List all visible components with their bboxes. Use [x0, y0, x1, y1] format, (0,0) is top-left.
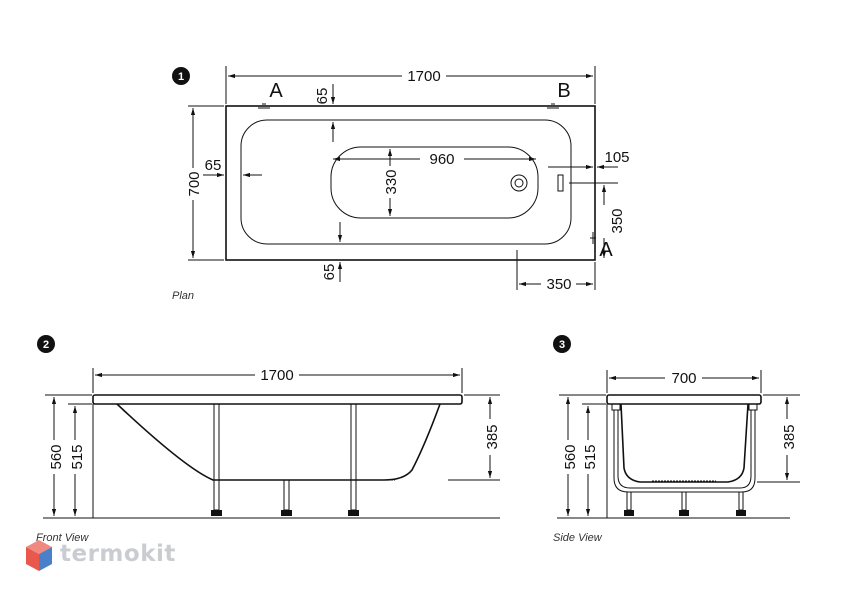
dim-front-height-total: 560	[48, 444, 65, 469]
section-label-a: A	[269, 80, 283, 102]
caption-side: Side View	[553, 532, 603, 544]
badge-side: 3	[553, 335, 571, 353]
plan-view: 1700 A B A 700 65 65 960 330 105	[186, 66, 630, 293]
dim-plan-offset-bottom: 65	[321, 264, 338, 281]
dim-drain-offset: 105	[604, 149, 629, 166]
side-leg-3	[736, 491, 746, 516]
badge-front: 2	[37, 335, 55, 353]
termokit-logo-text: termokit	[60, 541, 176, 567]
dim-side-depth: 385	[781, 424, 798, 449]
dim-drain-length: 350	[546, 276, 571, 293]
dim-basin-length: 960	[429, 151, 454, 168]
dim-plan-width: 700	[186, 171, 203, 196]
section-label-b: B	[557, 80, 570, 102]
dim-plan-length: 1700	[407, 68, 440, 85]
dim-side-height-rim: 515	[582, 444, 599, 469]
side-view: 700 560 515 385	[557, 370, 800, 519]
front-tub-body	[116, 403, 441, 481]
termokit-logo-icon	[26, 540, 52, 571]
dim-side-width: 700	[671, 370, 696, 387]
termokit-logo: termokit	[24, 538, 184, 578]
badge-front-label: 2	[43, 339, 49, 351]
section-mark-a	[258, 103, 270, 109]
side-leg-2	[679, 491, 689, 516]
caption-front: Front View	[36, 532, 89, 544]
side-tub-body	[620, 403, 749, 483]
dim-side-height-total: 560	[562, 444, 579, 469]
side-leg-1	[624, 491, 634, 516]
badge-plan-label: 1	[178, 71, 184, 83]
front-leg-2	[348, 403, 359, 516]
front-leg-1	[211, 403, 222, 516]
dim-front-height-rim: 515	[69, 444, 86, 469]
dim-basin-width: 330	[383, 169, 400, 194]
plan-inner-rim	[240, 119, 572, 245]
caption-plan: Plan	[172, 290, 194, 302]
badge-side-label: 3	[559, 339, 565, 351]
badge-plan: 1	[172, 67, 190, 85]
plan-basin	[330, 146, 539, 219]
dim-front-depth: 385	[484, 424, 501, 449]
dim-plan-offset-top: 65	[314, 88, 331, 105]
dim-front-length: 1700	[260, 367, 293, 384]
dim-plan-offset-left: 65	[205, 157, 222, 174]
dim-drain-height: 350	[609, 208, 626, 233]
drain-icon	[510, 174, 528, 192]
front-view: 1700 560 515 385	[43, 367, 501, 519]
overflow-icon	[557, 174, 564, 192]
side-rim	[606, 394, 762, 405]
front-rim	[92, 394, 463, 405]
section-mark-b	[547, 103, 559, 109]
plan-outer-outline	[225, 105, 596, 261]
front-leg-3	[281, 479, 292, 516]
section-label-a2: A	[599, 239, 613, 261]
